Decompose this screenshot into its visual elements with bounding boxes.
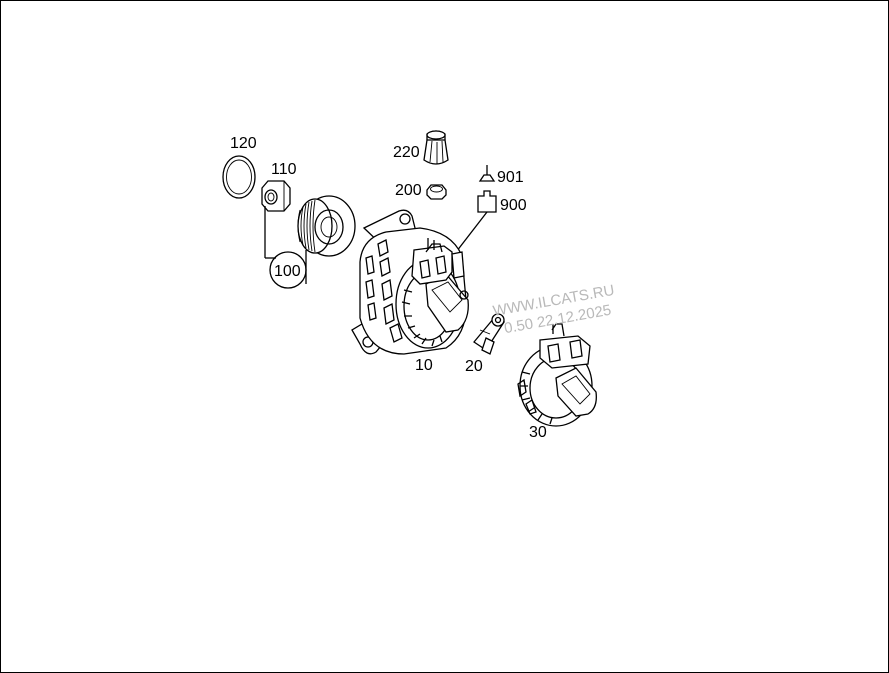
part-pulley[interactable] <box>297 195 356 257</box>
part-10-alternator[interactable] <box>351 209 469 355</box>
callout-220: 220 <box>393 144 420 161</box>
callout-901: 901 <box>497 169 524 186</box>
part-900-symbol[interactable] <box>452 190 497 257</box>
callout-100: 100 <box>274 263 301 280</box>
part-110-nut[interactable] <box>261 180 291 212</box>
part-200-nut[interactable] <box>426 184 447 200</box>
callout-10: 10 <box>415 357 433 374</box>
part-120-o-ring[interactable] <box>222 155 256 199</box>
callout-30: 30 <box>529 424 547 441</box>
part-20-regulator[interactable] <box>473 313 505 355</box>
callout-200: 200 <box>395 182 422 199</box>
callout-900: 900 <box>500 197 527 214</box>
part-220-cap[interactable] <box>423 130 449 165</box>
part-901-symbol[interactable] <box>478 165 496 182</box>
callout-20: 20 <box>465 358 483 375</box>
callout-100-group <box>264 206 307 289</box>
watermark: WWW.ILCATS.RU 0.50 22.12.2025 <box>492 282 616 337</box>
callout-110: 110 <box>271 161 297 178</box>
part-30-rectifier[interactable] <box>517 323 597 427</box>
callout-120: 120 <box>230 135 257 152</box>
